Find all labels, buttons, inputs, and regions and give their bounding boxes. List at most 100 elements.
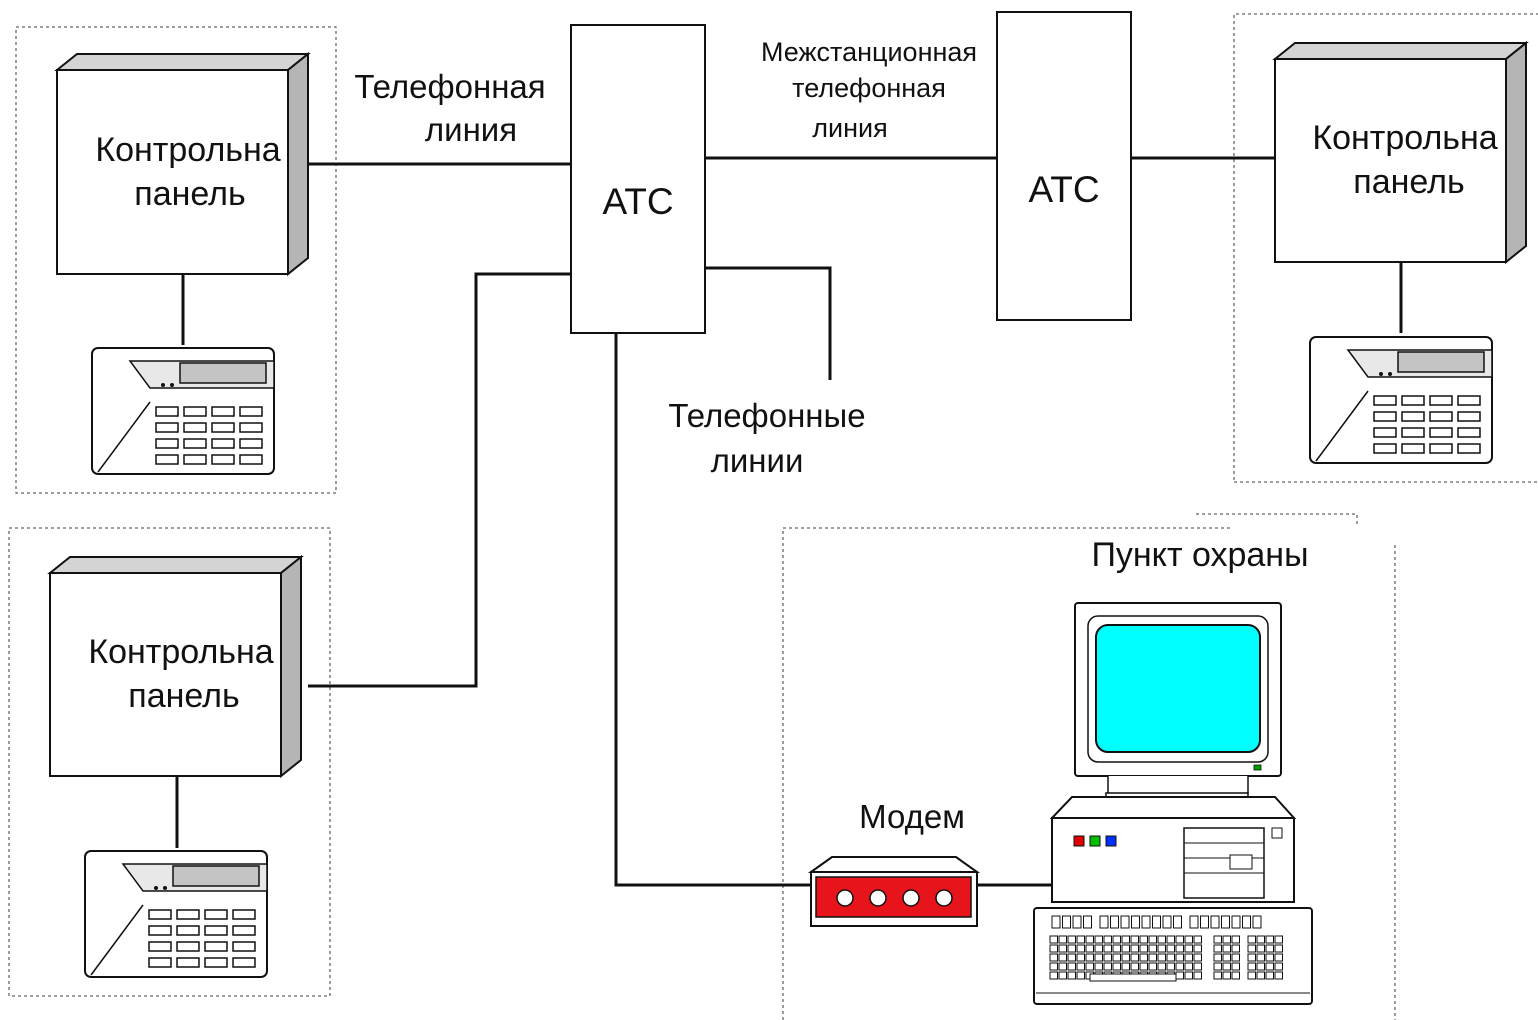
keyboard-key — [1140, 963, 1148, 970]
phone-line-label-2: линия — [425, 111, 517, 148]
keyboard-key — [1266, 963, 1274, 970]
led-green — [1090, 836, 1100, 846]
keyboard-key — [1086, 945, 1094, 952]
led-red — [1074, 836, 1084, 846]
keyboard-key — [1214, 936, 1222, 943]
keypad-1 — [92, 348, 274, 474]
keyboard-key — [1068, 963, 1076, 970]
interstation-line-label-1: Межстанционная — [761, 37, 977, 67]
keyboard-key — [1158, 936, 1166, 943]
keyboard-key — [1068, 954, 1076, 961]
control-panel-2: Контрольна панель — [50, 557, 301, 776]
keyboard-key — [1086, 936, 1094, 943]
keyboard-key — [1214, 972, 1222, 979]
keyboard-key — [1266, 936, 1274, 943]
control-panel-1-label-line1: Контрольна — [95, 131, 280, 169]
keyboard-key — [1163, 916, 1171, 928]
keypad-3-lcd — [1398, 352, 1484, 372]
keyboard-key — [1214, 945, 1222, 952]
keyboard-key — [1194, 945, 1202, 952]
keyboard-key — [1113, 945, 1121, 952]
keyboard-key — [1050, 972, 1058, 979]
keyboard-key — [1257, 936, 1265, 943]
monitor-screen — [1096, 625, 1260, 752]
exchange-2: АТС — [997, 12, 1131, 320]
keyboard-key — [1185, 954, 1193, 961]
keyboard-key — [1140, 954, 1148, 961]
keyboard-key — [1095, 954, 1103, 961]
keyboard-key — [1176, 963, 1184, 970]
phone-lines-label-1: Телефонные — [668, 397, 865, 434]
keyboard-key — [1077, 936, 1085, 943]
keyboard-key — [1257, 945, 1265, 952]
keyboard-key — [1131, 936, 1139, 943]
keyboard-key — [1068, 936, 1076, 943]
keyboard-key — [1158, 963, 1166, 970]
keyboard-key — [1248, 936, 1256, 943]
keyboard-key — [1185, 963, 1193, 970]
keyboard-key — [1214, 963, 1222, 970]
keyboard-key — [1084, 916, 1092, 928]
keyboard-key — [1243, 916, 1251, 928]
keyboard-key — [1113, 936, 1121, 943]
keyboard-key — [1174, 916, 1182, 928]
keyboard-key — [1122, 936, 1130, 943]
keyboard-key — [1176, 954, 1184, 961]
keyboard-key — [1232, 936, 1240, 943]
exchange-1: АТС — [571, 25, 705, 333]
keyboard-key — [1158, 954, 1166, 961]
keypad-3 — [1310, 337, 1492, 463]
keyboard-key — [1050, 963, 1058, 970]
keypad-2 — [85, 851, 267, 977]
keypad-1-lcd — [180, 363, 266, 383]
keyboard-key — [1176, 936, 1184, 943]
interstation-line-label-2: телефонная — [792, 73, 946, 103]
keyboard-key — [1113, 954, 1121, 961]
exchange-1-label: АТС — [602, 181, 673, 222]
keyboard-key — [1185, 972, 1193, 979]
exchange-2-label: АТС — [1028, 169, 1099, 210]
keyboard-key — [1223, 945, 1231, 952]
keyboard-key — [1232, 945, 1240, 952]
keyboard-key — [1253, 916, 1261, 928]
keyboard-key — [1232, 972, 1240, 979]
keyboard-key — [1122, 963, 1130, 970]
keyboard-key — [1275, 945, 1283, 952]
keyboard-key — [1050, 954, 1058, 961]
control-panel-2-label-line2: панель — [128, 677, 239, 715]
keyboard-key — [1077, 954, 1085, 961]
keyboard-key — [1059, 945, 1067, 952]
modem-label: Модем — [859, 798, 965, 835]
keyboard-key — [1232, 916, 1240, 928]
keyboard-key — [1248, 954, 1256, 961]
keyboard-key — [1194, 963, 1202, 970]
keyboard-key — [1248, 963, 1256, 970]
computer-keyboard — [1034, 908, 1312, 1004]
keyboard-key — [1068, 945, 1076, 952]
keyboard-key — [1257, 963, 1265, 970]
keyboard-key — [1201, 916, 1209, 928]
keyboard-key — [1176, 972, 1184, 979]
phone-line-label-1: Телефонная — [354, 68, 545, 105]
keyboard-key — [1149, 954, 1157, 961]
keyboard-key — [1050, 936, 1058, 943]
keyboard-key — [1059, 936, 1067, 943]
keyboard-key — [1086, 963, 1094, 970]
keyboard-key — [1132, 916, 1140, 928]
keyboard-key — [1077, 945, 1085, 952]
keyboard-key — [1104, 936, 1112, 943]
keyboard-key — [1059, 954, 1067, 961]
phone-lines-label-2: линии — [711, 442, 804, 479]
keyboard-key — [1077, 972, 1085, 979]
keyboard-key — [1167, 945, 1175, 952]
keyboard-key — [1149, 936, 1157, 943]
keyboard-key — [1167, 954, 1175, 961]
keyboard-key — [1063, 916, 1071, 928]
keyboard-key — [1185, 945, 1193, 952]
keyboard-key — [1232, 963, 1240, 970]
keyboard-key — [1194, 972, 1202, 979]
keyboard-key — [1194, 954, 1202, 961]
keyboard-key — [1100, 916, 1108, 928]
keyboard-key — [1111, 916, 1119, 928]
keyboard-key — [1104, 954, 1112, 961]
